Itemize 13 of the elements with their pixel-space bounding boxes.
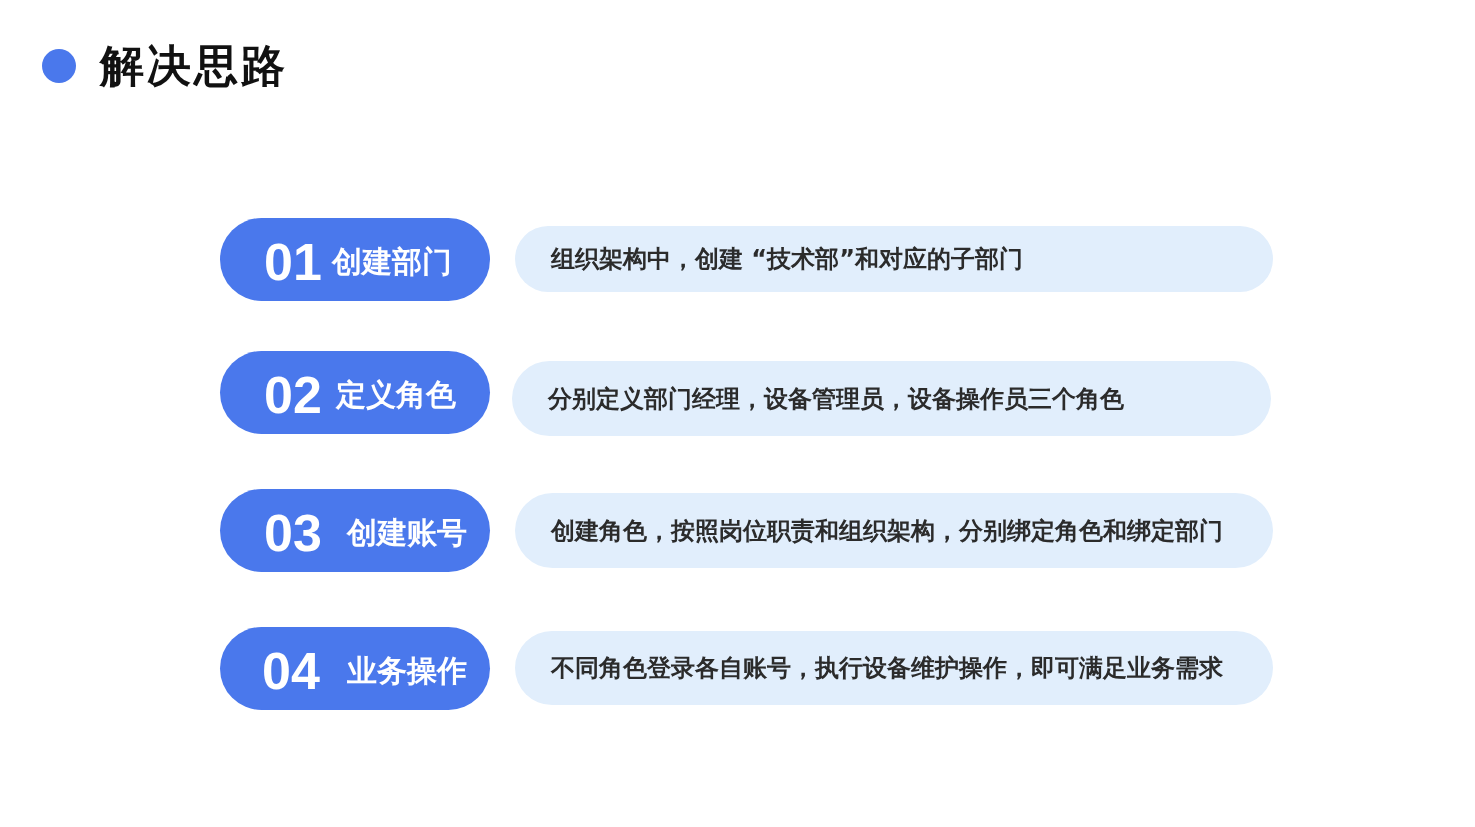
step-number: 02: [264, 366, 322, 423]
step-title: 定义角色: [336, 375, 456, 414]
page-title: 解决思路: [100, 39, 288, 93]
step-description: 不同角色登录各自账号，执行设备维护操作，即可满足业务需求: [551, 653, 1223, 683]
step-number: 01: [264, 233, 322, 290]
step-title: 创建部门: [332, 242, 452, 281]
step-number: 04: [262, 642, 320, 699]
step-title: 创建账号: [347, 513, 467, 552]
step-description: 分别定义部门经理，设备管理员，设备操作员三个角色: [548, 383, 1124, 414]
step-description: 创建角色，按照岗位职责和组织架构，分别绑定角色和绑定部门: [551, 515, 1223, 546]
step-title: 业务操作: [347, 651, 467, 690]
step-description: 组织架构中，创建 “技术部”和对应的子部门: [551, 244, 1023, 274]
step-number: 03: [264, 504, 322, 561]
